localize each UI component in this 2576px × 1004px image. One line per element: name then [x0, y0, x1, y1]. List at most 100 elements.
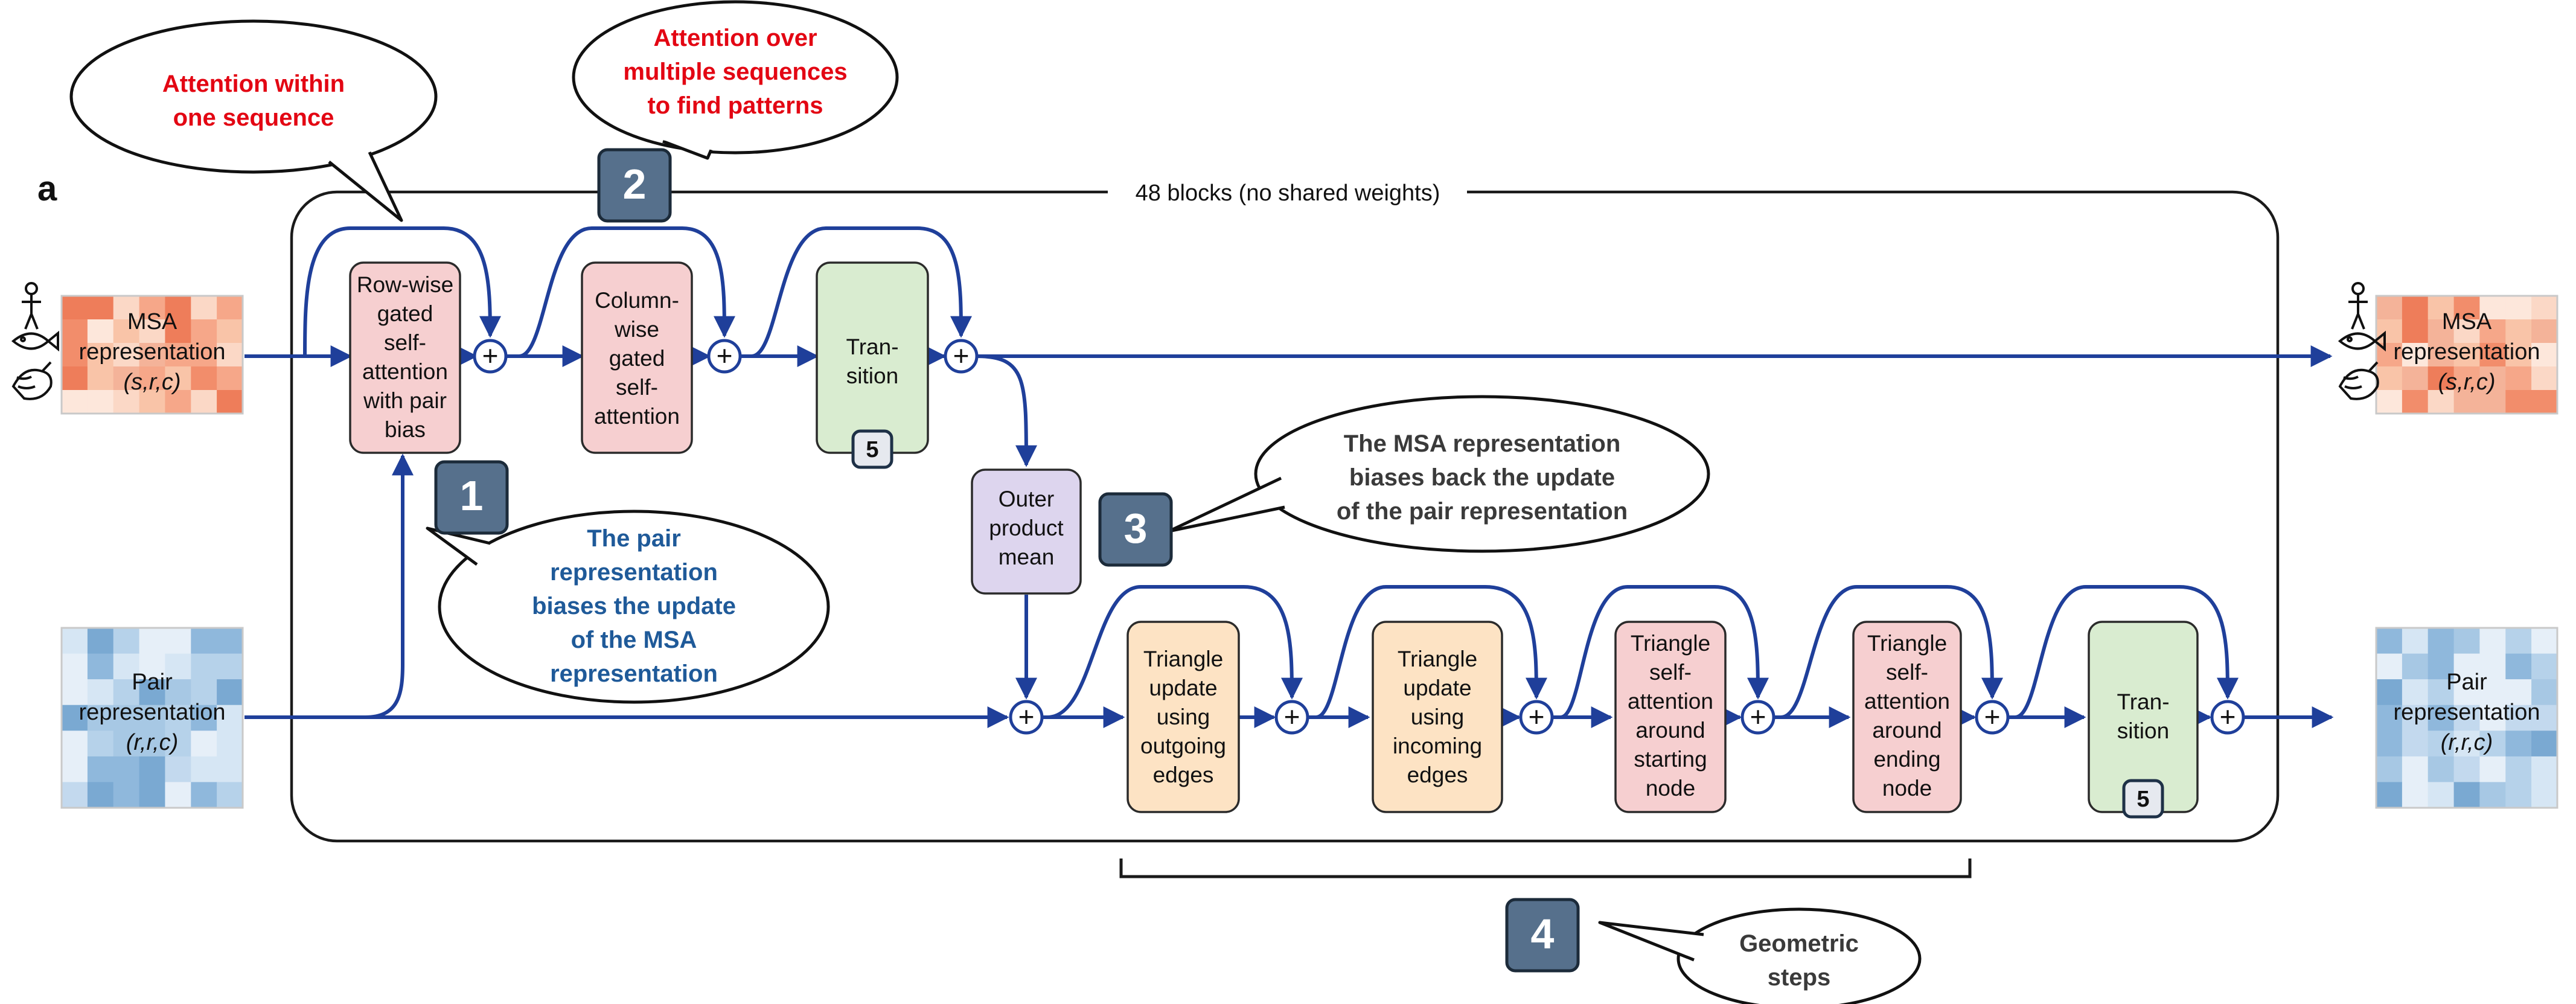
msa-transition-module: Tran- sition 5 [816, 261, 929, 469]
tri-out-skip-arrow [1047, 585, 1303, 719]
outer-product-line-1: Outer [999, 487, 1055, 511]
heatmap-cell [87, 756, 114, 783]
heatmap-border [2375, 295, 2558, 415]
plus-node-circle [1975, 700, 2010, 735]
callout-pair-biases-msa-line-2: representation [550, 559, 718, 586]
heatmap-cell [2376, 731, 2403, 757]
heatmap-cell [2531, 653, 2558, 680]
badge-1-number: 1 [460, 472, 484, 519]
heatmap-cell [2505, 628, 2532, 654]
heatmap-cell [139, 366, 166, 391]
msa-transition-count-badge [851, 429, 893, 469]
callout-msa-biases-pair: The MSA representation biases back the u… [1167, 395, 1710, 553]
tri-out-line-4: outgoing [1140, 734, 1226, 758]
heatmap-cell [2402, 628, 2429, 654]
tri-start-line-1: Triangle [1631, 631, 1710, 656]
heatmap-cell [2453, 390, 2481, 414]
heatmap-cell [217, 343, 243, 367]
heatmap-cell [217, 628, 243, 654]
heatmap-cell [2427, 756, 2455, 783]
msa-output-representation: MSA representation (s,r,c) [2375, 295, 2558, 415]
heatmap-cell [2479, 756, 2506, 783]
heatmap-cell [62, 731, 88, 757]
heatmap-cell [62, 319, 88, 344]
residual-add-nodes: +++++++++ [473, 339, 2245, 735]
tri-start-line-6: node [1646, 776, 1695, 801]
pair-input-label-2: representation [79, 700, 226, 725]
heatmap-cell [2376, 296, 2403, 320]
organism-icons-left [11, 282, 59, 400]
heatmap-cell [2402, 731, 2429, 757]
pair-output-label-2: representation [2394, 700, 2540, 725]
heatmap-cell [2531, 390, 2558, 414]
callout-geometric-steps-line-1: Geometric [1739, 930, 1859, 957]
tri-in-line-2: update [1403, 676, 1471, 700]
plus-node-symbol: + [482, 340, 499, 371]
msa-output-shape: (s,r,c) [2438, 369, 2496, 395]
human-icon [2348, 282, 2368, 330]
heatmap-cell [139, 296, 166, 320]
heatmap-cell [2505, 319, 2532, 344]
badge-4-number: 4 [1531, 910, 1555, 958]
callout-multiple-sequences: Attention over multiple sequences to fin… [572, 0, 899, 160]
heatmap-cell [87, 319, 114, 344]
heatmap-cell [165, 782, 191, 808]
row-attention-line-3: self- [384, 330, 426, 355]
bird-icon [2338, 361, 2379, 400]
heatmap-cell [2402, 343, 2429, 367]
heatmap-cell [217, 653, 243, 680]
heatmap-cell [2531, 679, 2558, 706]
plus-node-circle [473, 339, 508, 374]
heatmap-cell [113, 343, 140, 367]
plus-node-circle [944, 339, 979, 374]
heatmap-cell [217, 296, 243, 320]
heatmap-cell [2531, 705, 2558, 731]
heatmap-cell [2531, 343, 2558, 367]
heatmap-cell [113, 705, 140, 731]
heatmap-cell [2453, 782, 2481, 808]
heatmap-cell [2505, 756, 2532, 783]
heatmap-cell [139, 731, 166, 757]
heatmap-cell [217, 731, 243, 757]
plus-node: + [2210, 700, 2245, 735]
heatmap-cell [2505, 653, 2532, 680]
heatmap-cell [2479, 628, 2506, 654]
heatmap-cell [217, 366, 243, 391]
heatmap-cell [2427, 679, 2455, 706]
heatmap-cell [2427, 731, 2455, 757]
bird-icon [11, 361, 53, 400]
heatmap-cell [2479, 319, 2506, 344]
tri-end-line-5: ending [1873, 747, 1940, 772]
heatmap-cell [139, 679, 166, 706]
heatmap-cell [2427, 296, 2455, 320]
plus-node: + [707, 339, 742, 374]
plus-node: + [1009, 700, 1044, 735]
msa-transition-line-2: sition [846, 363, 898, 388]
heatmap-cell [2453, 366, 2481, 391]
row-attention-line-2: gated [377, 301, 433, 326]
heatmap-cell [2453, 653, 2481, 680]
heatmap-cell [87, 653, 114, 680]
tri-end-line-4: around [1872, 718, 1942, 743]
badge-2: 2 [597, 148, 672, 223]
heatmap-cell [2479, 705, 2506, 731]
panel-label: a [37, 169, 57, 208]
callout-geometric-steps-line-2: steps [1768, 964, 1831, 991]
column-attention-line-3: gated [609, 346, 665, 371]
heatmap-cell [62, 390, 88, 414]
heatmap-cell [2479, 731, 2506, 757]
heatmap-cell [2402, 319, 2429, 344]
heatmap-cell [113, 366, 140, 391]
heatmap-cell [87, 296, 114, 320]
triangle-attention-ending-module: Triangle self- attention around ending n… [1852, 621, 1962, 813]
row-attention-line-4: attention [362, 359, 448, 384]
heatmap-cell [62, 343, 88, 367]
heatmap-cell [87, 366, 114, 391]
heatmap-cell [191, 653, 217, 680]
heatmap-cell [62, 782, 88, 808]
heatmap-cell [87, 679, 114, 706]
heatmap-cell [165, 628, 191, 654]
callout-multiple-sequences-line-3: to find patterns [647, 92, 823, 119]
heatmap-cell [2505, 366, 2532, 391]
heatmap-cell [62, 679, 88, 706]
